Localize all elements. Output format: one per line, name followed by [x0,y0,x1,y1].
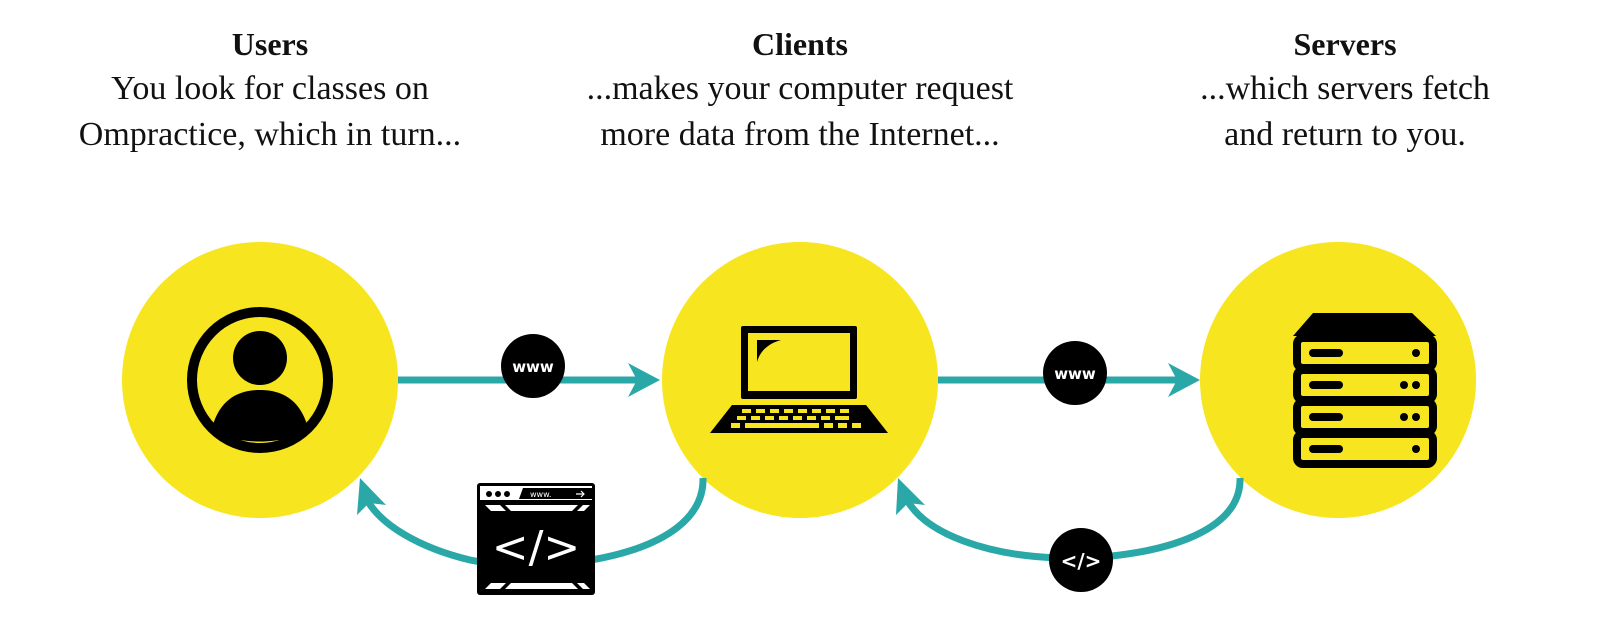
code-badge: </> [1049,528,1113,592]
user-icon [187,307,333,453]
servers-caption: Servers ...which servers fetch and retur… [1085,22,1600,158]
servers-title: Servers [1293,26,1397,62]
www-badge-1: www [501,334,565,398]
svg-text:</>: </> [492,522,581,573]
users-line-2: Ompractice, which in turn... [78,116,462,153]
clients-caption: Clients ...makes your computer request m… [540,22,1060,158]
users-title: Users [231,26,309,62]
servers-line-1: ...which servers fetch [1200,70,1490,107]
clients-title: Clients [752,26,848,62]
users-caption: Users You look for classes on Ompractice… [10,22,530,158]
clients-line-2: more data from the Internet... [600,116,1000,153]
users-line-1: You look for classes on [111,70,429,107]
server-icon [1293,313,1437,468]
servers-line-2: and return to you. [1224,116,1466,153]
svg-text:www.: www. [530,490,551,499]
clients-line-1: ...makes your computer request [586,70,1014,107]
svg-text:www: www [1054,365,1096,383]
svg-text:www: www [512,358,554,376]
svg-text:</>: </> [1061,549,1102,573]
laptop-icon [710,326,888,433]
www-badge-2: www [1043,341,1107,405]
browser-code-icon: www. </> [477,483,595,595]
